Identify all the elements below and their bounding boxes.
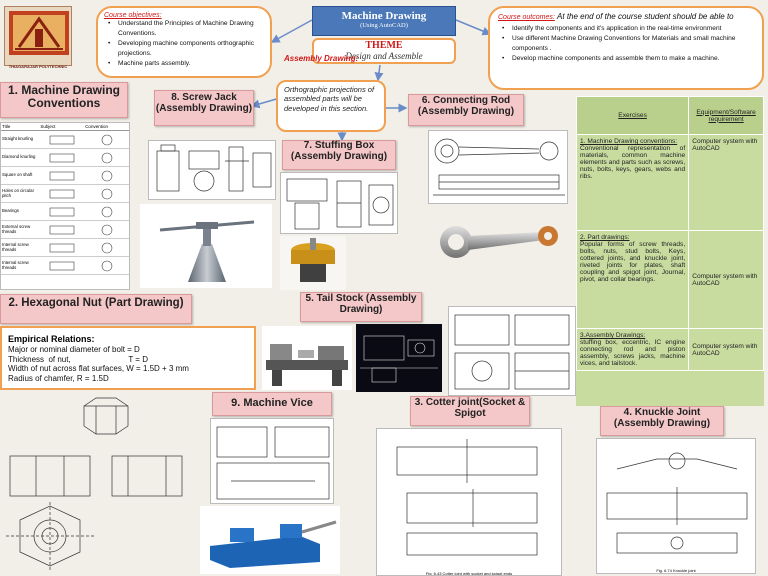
outcome-item: Identify the components and it's applica…: [502, 24, 754, 34]
exercise-row: 3.Assembly Drawings:stuffing box, eccent…: [575, 328, 690, 371]
convention-symbol-icon: [84, 239, 129, 256]
section-title-6: 6. Connecting Rod (Assembly Drawing): [408, 94, 524, 126]
convention-row: Diamond knurling: [1, 149, 129, 167]
convention-subject-icon: [39, 149, 84, 166]
objectives-label: Course objectives:: [104, 12, 162, 19]
convention-subject-icon: [39, 131, 84, 148]
convention-row: Bearings: [1, 203, 129, 221]
convention-subject-icon: [39, 185, 84, 202]
convention-title: Bearings: [2, 208, 19, 214]
objective-item: Developing machine components orthograph…: [108, 39, 264, 59]
outcome-item: Develop machine components and assemble …: [502, 54, 754, 64]
equipment-cell: Computer system with AutoCAD: [688, 230, 764, 329]
machine-vice-drawing: [210, 418, 334, 504]
empirical-line: Radius of chamfer, R = 1.5D: [8, 373, 109, 383]
hex-nut-render: [76, 392, 136, 442]
outcomes-list: Identify the components and it's applica…: [498, 24, 754, 64]
convention-symbol-icon: [84, 221, 129, 238]
convention-subject-icon: [39, 167, 84, 184]
logo: THIAGARAJAR POLYTECHNIC: [4, 6, 72, 69]
convention-row: Internal screw threads: [1, 257, 129, 275]
theme-label: THEME: [365, 40, 403, 51]
outcome-item: Use different Machine Drawing Convention…: [502, 34, 754, 54]
section-title-9: 9. Machine Vice: [212, 392, 332, 416]
cotter-joint-drawing: Fig. 6.43 Cotter joint with socket and s…: [376, 428, 562, 576]
exercise-row: 2. Part drawings:Popular forms of screw …: [575, 230, 690, 329]
stuffing-box-render: [280, 236, 346, 290]
empirical-line: Thickness of nut, T = D: [8, 354, 148, 364]
objectives-list: Understand the Principles of Machine Dra…: [104, 19, 264, 68]
assembly-note-body: Orthographic projections of assembled pa…: [284, 85, 375, 113]
convention-subject-icon: [39, 257, 84, 274]
cotter-caption: Fig. 6.43 Cotter joint with socket and s…: [425, 571, 513, 576]
convention-title: Square on shaft: [2, 172, 33, 178]
theme-text: Design and Assemble: [345, 51, 423, 61]
page-title: Machine Drawing: [341, 10, 427, 22]
convention-title: Internal screw threads: [2, 241, 29, 252]
outcomes-box: Course outcomes: At the end of the cours…: [488, 6, 764, 90]
convention-title: External screw threads: [2, 223, 31, 234]
objective-item: Understand the Principles of Machine Dra…: [108, 19, 264, 39]
outcomes-intro: At the end of the course student should …: [557, 12, 734, 21]
tail-stock-cad: [356, 324, 442, 392]
empirical-line: Major or nominal diameter of bolt = D: [8, 345, 140, 354]
convention-title: Internal screw threads: [2, 259, 29, 270]
knuckle-caption: Fig. 6.74 Knuckle joint: [656, 568, 696, 573]
convention-row: Holes on circular pitch: [1, 185, 129, 203]
convention-title: Diamond knurling: [2, 154, 36, 160]
screw-jack-drawing: [148, 140, 276, 200]
convention-title: Straight knurling: [2, 136, 34, 142]
conventions-table-image: Title Subject Convention Straight knurli…: [0, 122, 130, 290]
convention-subject-icon: [39, 221, 84, 238]
convention-row: Straight knurling: [1, 131, 129, 149]
assembly-note: Orthographic projections of assembled pa…: [276, 80, 386, 132]
convention-row: Square on shaft: [1, 167, 129, 185]
convention-symbol-icon: [84, 167, 129, 184]
section-title-8: 8. Screw Jack (Assembly Drawing): [154, 90, 254, 126]
tail-stock-drawing: [448, 306, 576, 396]
section-title-7: 7. Stuffing Box (Assembly Drawing): [282, 140, 396, 170]
convention-symbol-icon: [84, 149, 129, 166]
convention-subject-icon: [39, 203, 84, 220]
exercise-row: 1. Machine Drawing conventions:Conventio…: [575, 134, 690, 231]
convention-symbol-icon: [84, 203, 129, 220]
convention-row: External screw threads: [1, 221, 129, 239]
section-title-4: 4. Knuckle Joint (Assembly Drawing): [600, 406, 724, 436]
machine-vice-render: [200, 506, 340, 574]
empirical-box: Empirical Relations: Major or nominal di…: [0, 326, 256, 390]
knuckle-joint-drawing: Fig. 6.74 Knuckle joint: [596, 438, 756, 574]
objectives-box: Course objectives: Understand the Princi…: [96, 6, 272, 78]
tail-stock-render: [262, 326, 352, 390]
section-title-5: 5. Tail Stock (Assembly Drawing): [300, 292, 422, 322]
assembly-heading: Assembly Drawing:: [284, 54, 359, 63]
theme-box: THEME Design and Assemble: [312, 38, 456, 64]
screw-jack-render: [140, 204, 272, 288]
outcomes-label: Course outcomes:: [498, 14, 555, 21]
section-title-3: 3. Cotter joint(Socket & Spigot: [410, 396, 530, 426]
empirical-line: Width of nut across flat surfaces, W = 1…: [8, 364, 189, 374]
connecting-rod-drawing: [428, 130, 568, 204]
convention-subject-icon: [39, 239, 84, 256]
exercise-table: Exercises Equipment/Software requirement…: [575, 96, 764, 406]
section-title-2: 2. Hexagonal Nut (Part Drawing): [0, 294, 192, 324]
title-box: Machine Drawing (Using AutoCAD): [312, 6, 456, 36]
convention-title: Holes on circular pitch: [2, 187, 35, 198]
exercise-col-header: Exercises: [575, 96, 690, 135]
section-title-1: 1. Machine Drawing Conventions: [0, 82, 128, 118]
page-subtitle: (Using AutoCAD): [360, 22, 408, 29]
logo-caption: THIAGARAJAR POLYTECHNIC: [8, 64, 68, 69]
convention-symbol-icon: [84, 257, 129, 274]
equipment-cell: Computer system with AutoCAD: [688, 134, 764, 231]
objective-item: Machine parts assembly.: [108, 59, 264, 69]
convention-symbol-icon: [84, 131, 129, 148]
connecting-rod-render: [434, 206, 570, 268]
equipment-cell: Computer system with AutoCAD: [688, 328, 764, 371]
hex-nut-drawing: [0, 444, 200, 576]
equipment-col-header: Equipment/Software requirement: [688, 96, 764, 135]
empirical-heading: Empirical Relations:: [8, 334, 95, 344]
stuffing-box-drawing: [280, 172, 398, 234]
convention-symbol-icon: [84, 185, 129, 202]
convention-row: Internal screw threads: [1, 239, 129, 257]
